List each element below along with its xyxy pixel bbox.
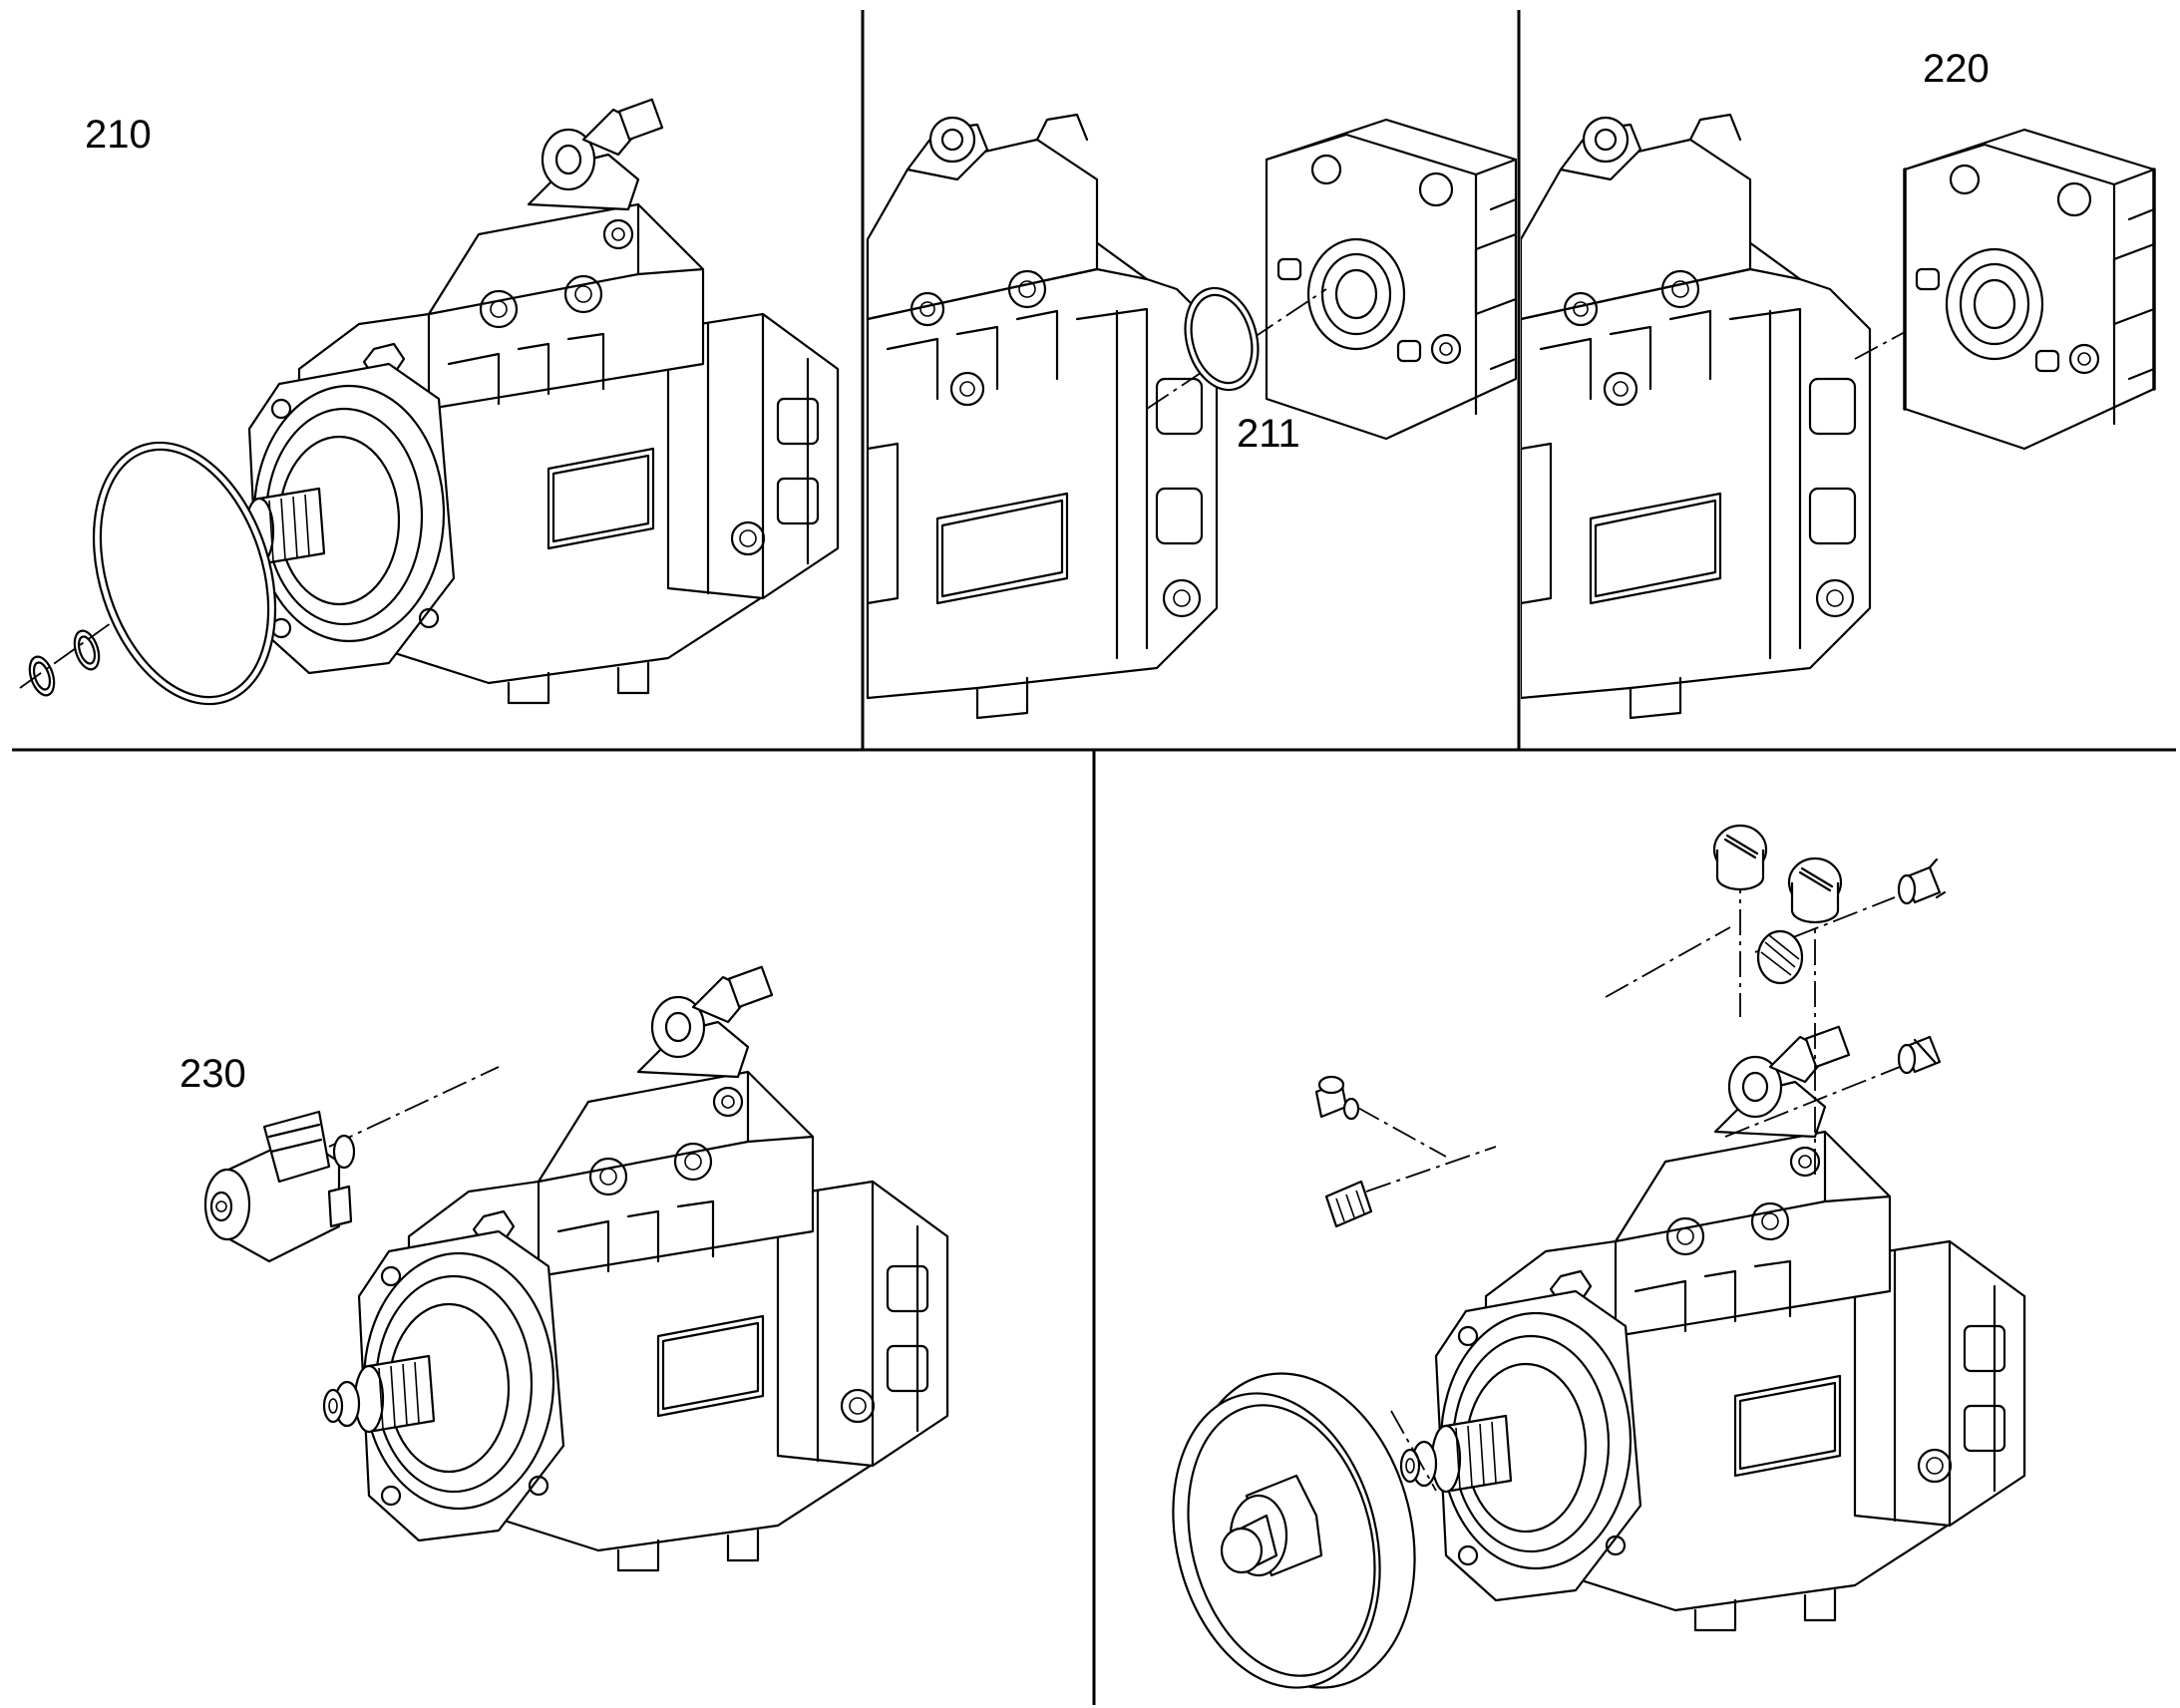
fitting-right-mid bbox=[1897, 1035, 1942, 1075]
callout-220: 220 bbox=[1923, 47, 1990, 91]
panel-frames bbox=[12, 10, 2176, 1705]
retaining-ring bbox=[73, 629, 101, 671]
fitting-right-top bbox=[1897, 857, 1947, 905]
callout-211: 211 bbox=[1237, 412, 1300, 456]
screen-filter bbox=[1756, 929, 1804, 985]
panel-220: 220 bbox=[1521, 47, 2156, 720]
assembly-axis bbox=[1854, 288, 1986, 360]
assembly-axis bbox=[328, 1066, 500, 1148]
o-ring-211 bbox=[1184, 286, 1260, 392]
plug-large-2 bbox=[1787, 856, 1843, 924]
cover-220 bbox=[1903, 128, 2156, 451]
retaining-ring-2 bbox=[28, 655, 56, 697]
solenoid-230 bbox=[203, 1110, 356, 1263]
protective-cap bbox=[1172, 1372, 1416, 1689]
panel-fittings bbox=[1172, 824, 2026, 1689]
callout-230: 230 bbox=[180, 1052, 246, 1096]
callout-210: 210 bbox=[85, 113, 152, 157]
fitting-left-top bbox=[1314, 1075, 1360, 1121]
fitting-left-connector bbox=[1324, 1180, 1373, 1228]
o-ring-large bbox=[92, 441, 277, 706]
plug-large-1 bbox=[1712, 824, 1768, 891]
panel-211: 211 bbox=[866, 113, 1517, 720]
panel-230: 230 bbox=[180, 965, 949, 1572]
panel-210: 210 bbox=[19, 98, 840, 706]
